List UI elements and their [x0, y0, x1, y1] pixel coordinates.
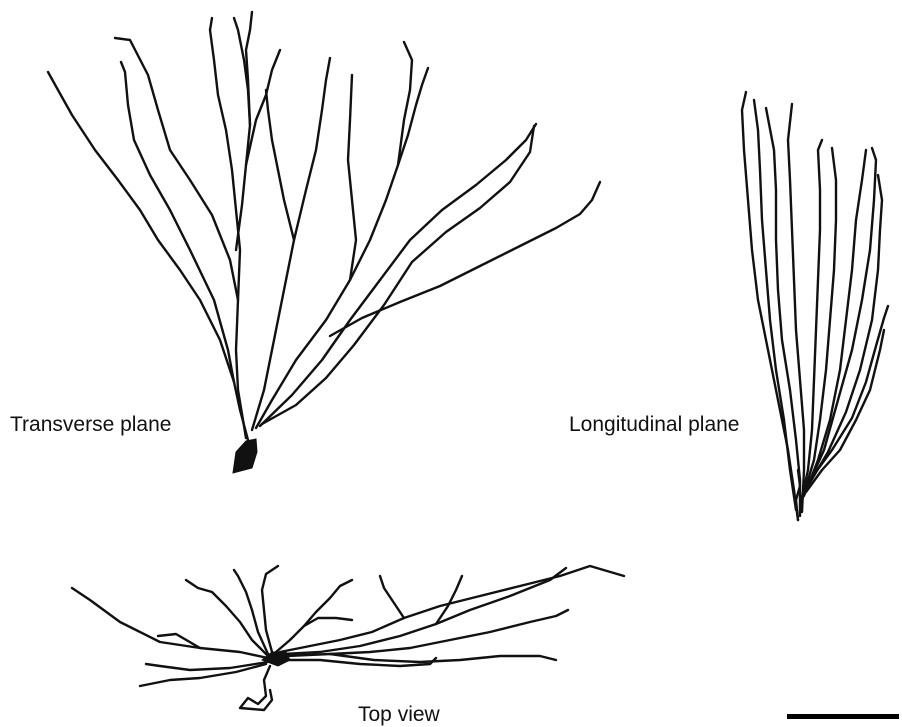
longitudinal-plane-neuron: [742, 92, 888, 520]
transverse-dendrite: [256, 68, 428, 428]
transverse-dendrite: [260, 124, 536, 426]
top-view-dendrite: [72, 588, 268, 658]
top-view-dendrite: [262, 566, 278, 652]
top-view-dendrite: [436, 576, 462, 624]
transverse-dendrite: [330, 182, 600, 336]
longitudinal-plane-label: Longitudinal plane: [569, 414, 739, 435]
top-view-dendrite: [330, 654, 556, 662]
transverse-soma: [233, 439, 257, 473]
scale-bar: [787, 714, 899, 719]
top-view-neuron: [72, 566, 624, 710]
transverse-dendrite: [115, 38, 246, 438]
top-view-dendrite: [186, 580, 268, 656]
top-view-dendrite: [276, 580, 352, 652]
transverse-dendrite: [210, 18, 240, 300]
transverse-plane-neuron: [48, 12, 600, 473]
top-view-label: Top view: [358, 704, 440, 725]
top-view-dendrite: [380, 576, 404, 618]
transverse-dendrite: [48, 72, 248, 440]
transverse-dendrite: [246, 12, 252, 125]
transverse-dendrite: [252, 58, 330, 430]
top-view-dendrite: [240, 666, 272, 710]
transverse-dendrite: [348, 75, 356, 280]
top-view-dendrite: [140, 664, 266, 686]
transverse-dendrite: [246, 50, 280, 165]
transverse-dendrite: [266, 90, 294, 240]
transverse-plane-label: Transverse plane: [10, 414, 171, 435]
